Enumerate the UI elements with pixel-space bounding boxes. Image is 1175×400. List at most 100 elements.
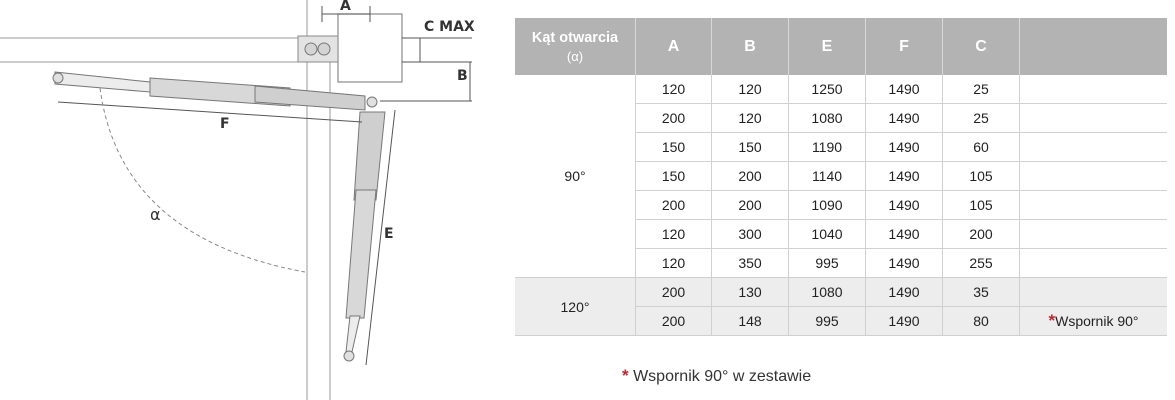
dimension-f-line	[57, 101, 363, 123]
wall-bracket	[297, 35, 339, 63]
dimensions-table: Kąt otwarcia (α) A B E F C 90° 120 120 1…	[515, 18, 1167, 336]
cell-a: 200	[635, 103, 712, 133]
cell-f: 1490	[865, 161, 943, 191]
cell-f: 1490	[865, 219, 943, 249]
cell-b: 120	[711, 103, 789, 133]
cell-a: 150	[635, 132, 712, 162]
cell-b: 120	[711, 75, 789, 104]
table-row: 150 200 1140 1490 105	[515, 161, 1167, 191]
cell-c: 255	[942, 248, 1020, 278]
cell-b: 130	[711, 277, 789, 307]
actuator-open-position	[343, 111, 386, 362]
cell-note	[1019, 248, 1167, 278]
cell-c: 200	[942, 219, 1020, 249]
cell-a: 200	[635, 306, 712, 336]
cell-c: 105	[942, 161, 1020, 191]
cell-c: 80	[942, 306, 1020, 336]
table-row: 200 120 1080 1490 25	[515, 103, 1167, 133]
cell-note-bracket: *Wspornik 90°	[1019, 306, 1167, 336]
cell-b: 200	[711, 190, 789, 220]
cell-b: 350	[711, 248, 789, 278]
cell-f: 1490	[865, 103, 943, 133]
table-header-row: Kąt otwarcia (α) A B E F C	[515, 18, 1167, 75]
cell-b: 300	[711, 219, 789, 249]
table-row: 90° 120 120 1250 1490 25	[515, 75, 1167, 278]
table-row: 200 148 995 1490 80 *Wspornik 90°	[515, 306, 1167, 336]
header-opening-angle: Kąt otwarcia (α)	[515, 18, 636, 75]
cell-f: 1490	[865, 306, 943, 336]
cell-e: 1080	[788, 103, 866, 133]
cell-a: 150	[635, 161, 712, 191]
table-row: 120 300 1040 1490 200	[515, 219, 1167, 249]
cell-note	[1019, 190, 1167, 220]
footnote-text: Wspornik 90° w zestawie	[633, 368, 812, 385]
angle-cell: 120°	[515, 277, 636, 336]
cell-e: 1190	[788, 132, 866, 162]
cell-e: 1140	[788, 161, 866, 191]
header-b: B	[711, 18, 789, 75]
cell-c: 35	[942, 277, 1020, 307]
dimension-e-label: E	[384, 226, 394, 242]
cell-e: 1080	[788, 277, 866, 307]
cell-note	[1019, 75, 1167, 104]
cell-c: 60	[942, 132, 1020, 162]
footnote: * Wspornik 90° w zestawie	[622, 366, 811, 386]
header-opening-angle-symbol: (α)	[566, 48, 584, 64]
table-row: 150 150 1190 1490 60	[515, 132, 1167, 162]
header-opening-angle-label: Kąt otwarcia	[531, 29, 619, 46]
cell-f: 1490	[865, 75, 943, 104]
table-body: 90° 120 120 1250 1490 25 200 120 1080 14…	[515, 75, 1167, 336]
gate-pillar	[337, 13, 403, 83]
cell-note	[1019, 103, 1167, 133]
cell-c: 25	[942, 75, 1020, 104]
gate-opener-dimension-diagram: A C MAX B F E α	[0, 0, 475, 400]
bracket-note-text: Wspornik 90°	[1055, 313, 1139, 329]
table-row: 200 200 1090 1490 105	[515, 190, 1167, 220]
cell-a: 200	[635, 277, 712, 307]
cell-a: 200	[635, 190, 712, 220]
dimension-c-max-line	[402, 37, 472, 63]
cell-note	[1019, 277, 1167, 307]
angle-cell: 90°	[515, 75, 636, 278]
cell-note	[1019, 161, 1167, 191]
header-e: E	[788, 18, 866, 75]
cell-e: 1040	[788, 219, 866, 249]
actuator-closed-position	[52, 71, 378, 111]
cell-note	[1019, 219, 1167, 249]
cell-c: 25	[942, 103, 1020, 133]
header-f: F	[865, 18, 943, 75]
opening-angle-arc	[99, 87, 306, 273]
cell-a: 120	[635, 248, 712, 278]
dimension-c-max-label: C MAX	[424, 19, 475, 35]
cell-b: 148	[711, 306, 789, 336]
asterisk-icon: *	[622, 366, 629, 385]
cell-e: 995	[788, 248, 866, 278]
cell-a: 120	[635, 219, 712, 249]
cell-e: 1090	[788, 190, 866, 220]
gate-leaf-open	[306, 0, 331, 400]
dimension-f-label: F	[220, 116, 230, 132]
header-a: A	[635, 18, 712, 75]
dimension-a-label: A	[340, 0, 351, 14]
cell-a: 120	[635, 75, 712, 104]
cell-note	[1019, 132, 1167, 162]
cell-e: 1250	[788, 75, 866, 104]
dimension-b-label: B	[457, 68, 468, 84]
cell-c: 105	[942, 190, 1020, 220]
cell-e: 995	[788, 306, 866, 336]
cell-f: 1490	[865, 190, 943, 220]
cell-f: 1490	[865, 132, 943, 162]
dimension-a-line	[321, 6, 371, 22]
table-row: 120 350 995 1490 255	[515, 248, 1167, 278]
dimension-e-line	[365, 109, 396, 366]
table-row: 120° 200 130 1080 1490 35	[515, 277, 1167, 336]
cell-f: 1490	[865, 277, 943, 307]
header-c: C	[942, 18, 1020, 75]
opening-angle-label: α	[150, 205, 161, 224]
dimension-b-line	[380, 62, 472, 102]
cell-b: 200	[711, 161, 789, 191]
cell-f: 1490	[865, 248, 943, 278]
cell-b: 150	[711, 132, 789, 162]
asterisk-icon: *	[1048, 311, 1056, 330]
header-note	[1019, 18, 1167, 75]
